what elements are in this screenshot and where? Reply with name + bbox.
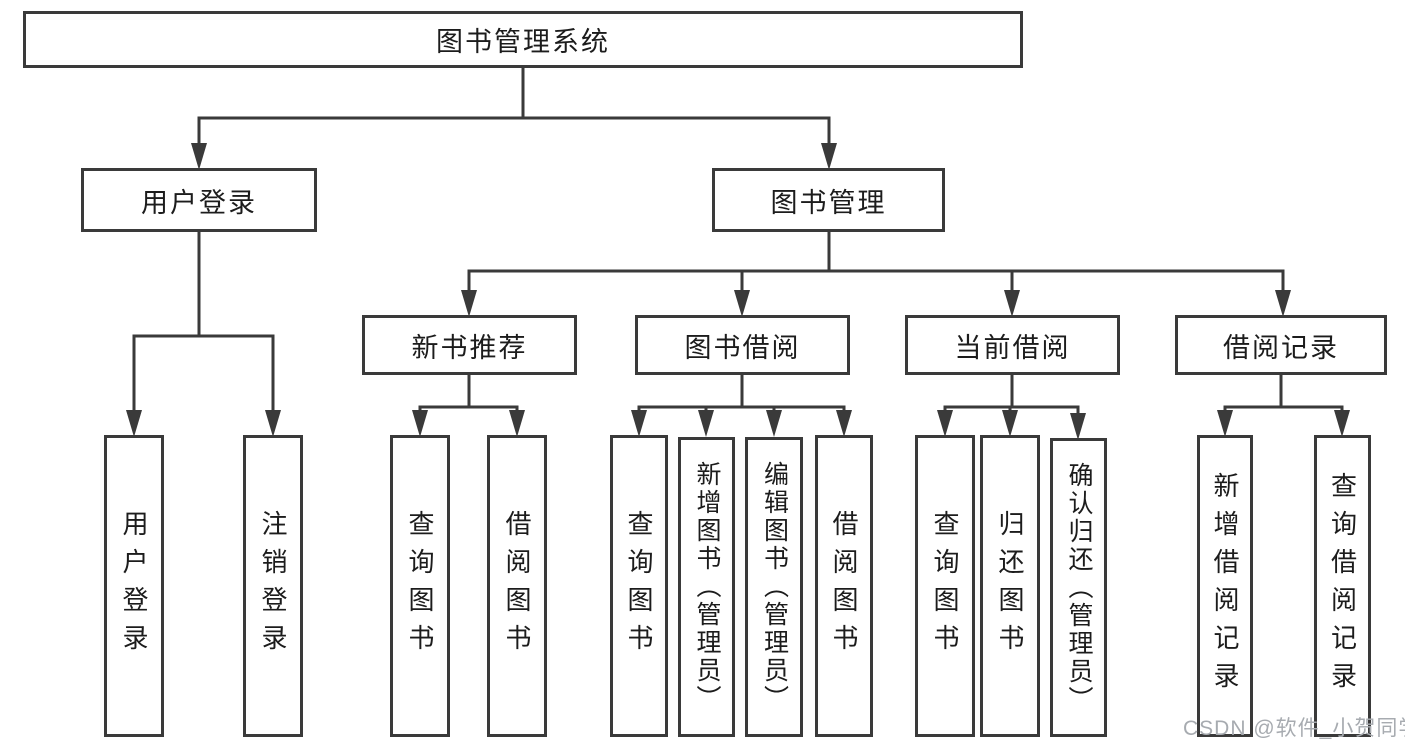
node-leaf-return-books: 归还图书 — [980, 435, 1040, 737]
node-leaf-label: 查询图书 — [930, 510, 960, 662]
node-leaf-label: 借阅图书 — [829, 510, 859, 662]
node-leaf-label: 查询图书 — [624, 510, 654, 662]
node-user-login-label: 用户登录 — [141, 187, 257, 218]
node-leaf-edit-book-admin: 编辑图书（管理员） — [745, 437, 803, 737]
node-leaf-search-books: 查询图书 — [915, 435, 975, 737]
node-leaf-label: 新增借阅记录 — [1210, 472, 1240, 700]
node-user-login: 用户登录 — [81, 168, 317, 232]
node-leaf-label: 新增图书（管理员） — [693, 461, 721, 713]
node-leaf-label: 借阅图书 — [502, 510, 532, 662]
node-leaf-confirm-return-admin: 确认归还（管理员） — [1050, 438, 1107, 737]
node-leaf-label: 查询图书 — [405, 510, 435, 662]
node-leaf-label: 用户登录 — [119, 510, 149, 662]
node-new-book-recommend-label: 新书推荐 — [411, 332, 528, 363]
node-book-management-label: 图书管理 — [770, 187, 887, 218]
node-leaf-borrow-books: 借阅图书 — [815, 435, 873, 737]
node-leaf-search-borrow-record: 查询借阅记录 — [1314, 435, 1371, 737]
node-borrow-records: 借阅记录 — [1175, 315, 1387, 375]
node-leaf-add-book-admin: 新增图书（管理员） — [678, 437, 735, 737]
node-book-management: 图书管理 — [712, 168, 945, 232]
csdn-watermark: CSDN @软件_小贺同学 — [1183, 717, 1405, 740]
node-root: 图书管理系统 — [23, 11, 1023, 68]
node-book-borrow: 图书借阅 — [635, 315, 850, 375]
node-book-borrow-label: 图书借阅 — [684, 332, 801, 363]
node-leaf-label: 确认归还（管理员） — [1065, 461, 1093, 714]
node-leaf-label: 编辑图书（管理员） — [760, 461, 789, 713]
node-leaf-label: 归还图书 — [995, 510, 1025, 662]
node-leaf-search-books: 查询图书 — [610, 435, 668, 737]
node-current-borrow-label: 当前借阅 — [954, 332, 1071, 363]
node-leaf-label: 注销登录 — [258, 510, 288, 662]
node-leaf-search-books: 查询图书 — [390, 435, 450, 737]
node-leaf-logout: 注销登录 — [243, 435, 303, 737]
node-leaf-label: 查询借阅记录 — [1327, 472, 1358, 700]
node-leaf-borrow-books: 借阅图书 — [487, 435, 547, 737]
node-root-label: 图书管理系统 — [436, 27, 610, 57]
node-new-book-recommend: 新书推荐 — [362, 315, 577, 375]
node-leaf-user-login: 用户登录 — [104, 435, 164, 737]
node-leaf-add-borrow-record: 新增借阅记录 — [1197, 435, 1253, 737]
node-current-borrow: 当前借阅 — [905, 315, 1120, 375]
node-borrow-records-label: 借阅记录 — [1223, 332, 1339, 363]
